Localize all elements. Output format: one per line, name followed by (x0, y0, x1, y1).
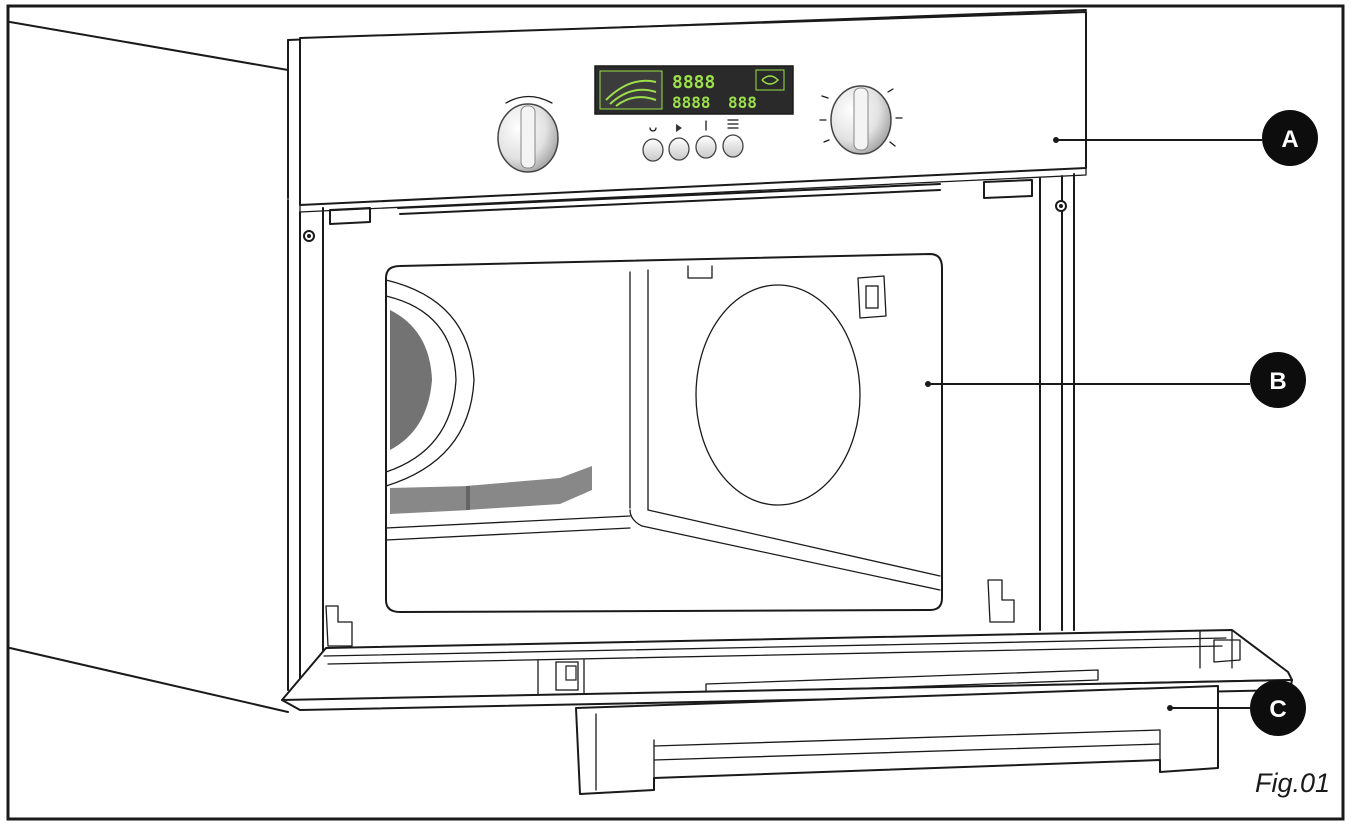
figure-caption: Fig.01 (1255, 768, 1330, 798)
door-handle[interactable] (575, 685, 1219, 795)
temperature-button[interactable] (695, 120, 717, 159)
lcd-bottom-right-readout: 888 (728, 93, 757, 112)
temp-icon (727, 119, 739, 129)
start-button[interactable] (668, 124, 690, 161)
oven-cavity (325, 253, 1015, 647)
callout-a-label: A (1281, 126, 1298, 153)
play-icon (676, 124, 682, 132)
callout-a: A (1262, 110, 1318, 166)
function-buttons (642, 119, 744, 162)
cavity-round-panel (695, 284, 861, 506)
lcd-top-readout: 8888 (672, 72, 715, 93)
oven-front-frame (287, 173, 1075, 691)
lcd-bottom-left-readout: 8888 (672, 93, 711, 112)
callout-leaders (925, 137, 1262, 711)
callout-c-label: C (1269, 696, 1286, 723)
right-knob[interactable] (819, 85, 903, 155)
callout-b-label: B (1269, 368, 1286, 395)
power-button[interactable] (642, 127, 664, 162)
callout-c: C (1250, 680, 1306, 736)
callout-b: B (1250, 352, 1306, 408)
fan-icon (755, 69, 785, 91)
knob-scale-marks (819, 88, 903, 147)
power-icon (649, 127, 657, 132)
left-knob[interactable] (497, 95, 559, 173)
settings-button[interactable] (722, 119, 744, 158)
control-panel: 8888 8888 888 (299, 11, 1087, 213)
fan-grille (385, 279, 592, 514)
